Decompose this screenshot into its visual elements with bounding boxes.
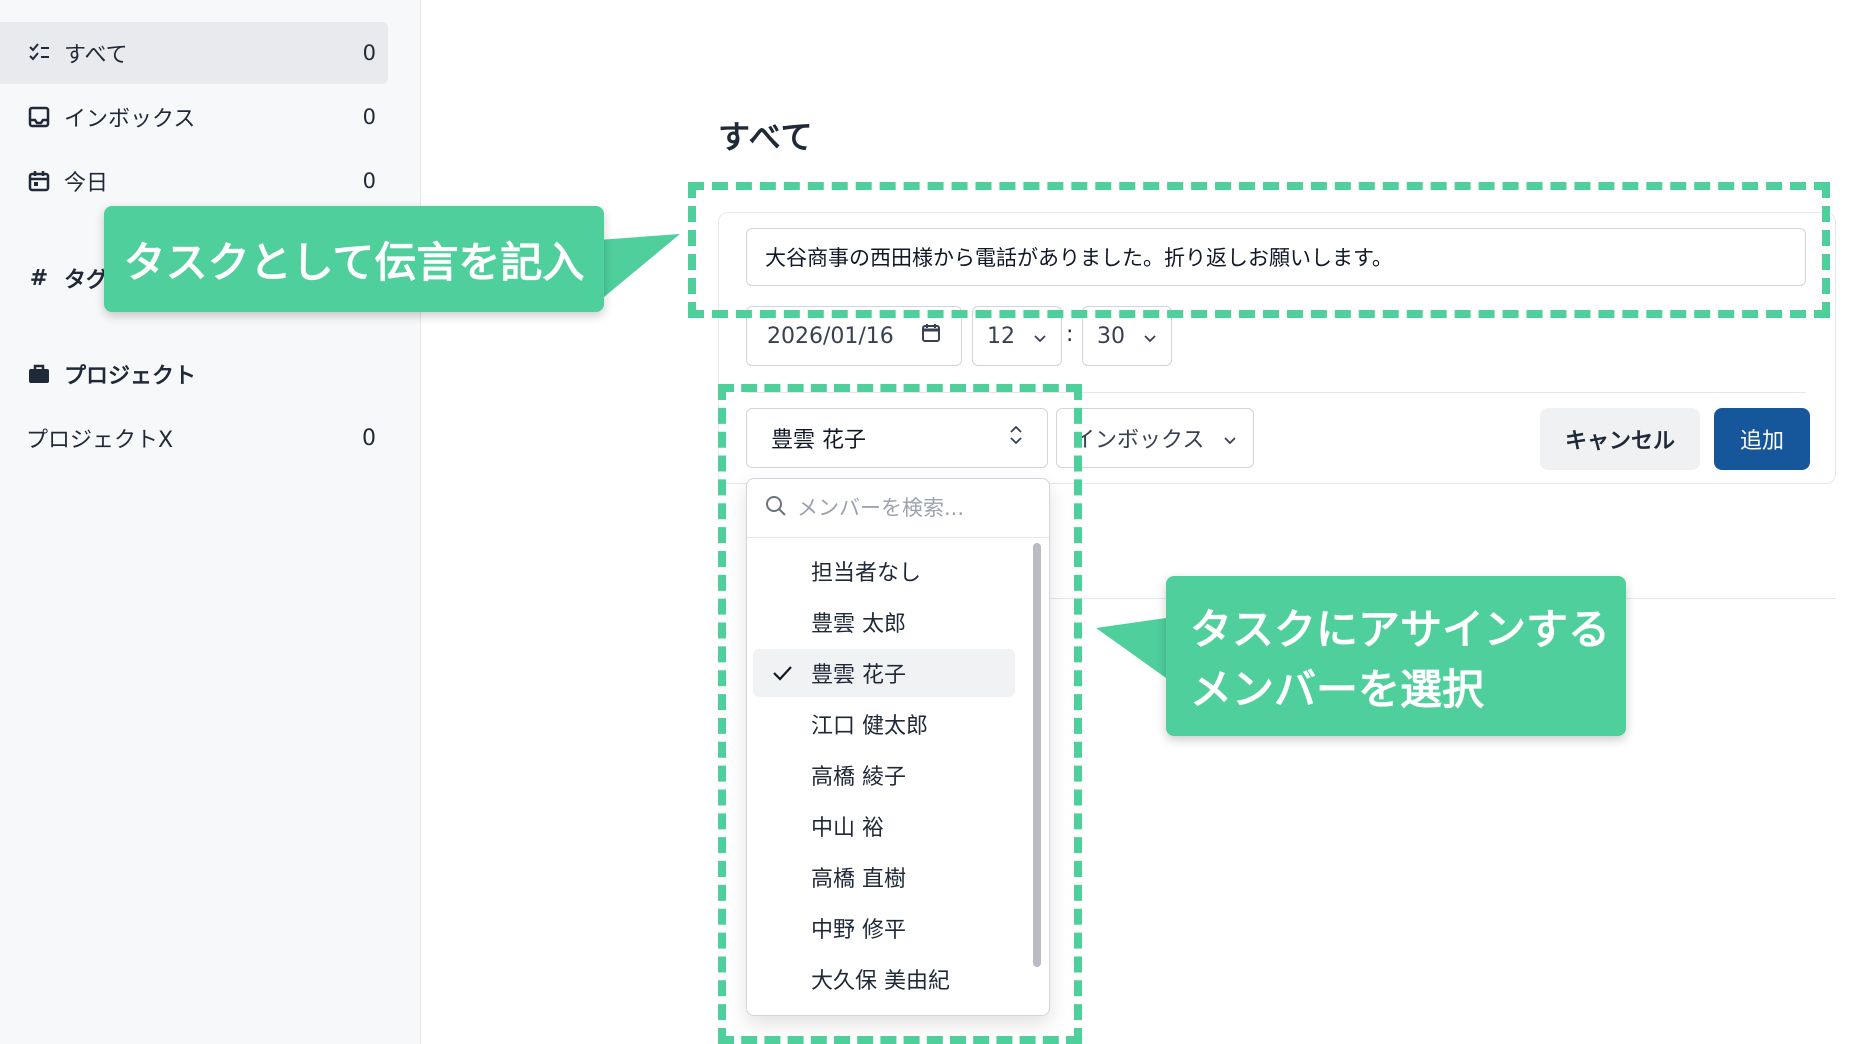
callout-line: タスクにアサインする	[1190, 605, 1611, 654]
member-name: 豊雲 太郎	[811, 612, 906, 637]
sidebar-section-projects[interactable]: プロジェクト	[26, 358, 196, 390]
hour-value: 12	[987, 323, 1015, 349]
sidebar-item-label: プロジェクトX	[26, 428, 174, 453]
sidebar-item-count: 0	[362, 425, 376, 451]
search-icon	[765, 495, 787, 521]
divider	[746, 392, 1806, 393]
callout-line: メンバーを選択	[1190, 665, 1485, 714]
member-name: 高橋 直樹	[811, 867, 906, 892]
member-option[interactable]: 豊雲 太郎	[753, 598, 1015, 646]
add-button[interactable]: 追加	[1714, 408, 1810, 470]
briefcase-icon	[26, 361, 52, 387]
sidebar-item-count: 0	[362, 169, 376, 193]
check-icon	[753, 664, 811, 682]
sidebar-section-tags[interactable]: # タグ	[26, 262, 108, 294]
member-search	[747, 479, 1049, 538]
member-name: 豊雲 花子	[811, 663, 906, 688]
member-dropdown: 担当者なし 豊雲 太郎 豊雲 花子 江口 健太郎 高橋 綾子 中山 裕 高橋 直…	[746, 478, 1050, 1016]
member-name: 中山 裕	[811, 816, 884, 841]
list-select[interactable]: インボックス	[1056, 408, 1254, 468]
member-option[interactable]: 江口 健太郎	[753, 700, 1015, 748]
sidebar-item-inbox[interactable]: インボックス 0	[0, 86, 388, 148]
sidebar: すべて 0 インボックス 0 今日 0 # タグ プロジェクト プロジェクトX …	[0, 0, 421, 1044]
member-option[interactable]: 担当者なし	[753, 547, 1015, 595]
member-option[interactable]: 大久保 美由紀	[753, 955, 1015, 1003]
assignee-value: 豊雲 花子	[771, 428, 866, 453]
chevron-updown-icon	[1009, 424, 1023, 452]
time-separator: :	[1066, 322, 1074, 347]
chevron-down-icon	[1033, 324, 1047, 349]
assignee-select[interactable]: 豊雲 花子	[746, 408, 1048, 468]
scrollbar[interactable]	[1033, 543, 1041, 967]
member-name: 大久保 美由紀	[811, 969, 950, 994]
highlight-member-select	[718, 384, 1082, 1044]
callout-arrow	[598, 234, 680, 302]
member-option-selected[interactable]: 豊雲 花子	[753, 649, 1015, 697]
cancel-button[interactable]: キャンセル	[1540, 408, 1700, 470]
date-value: 2026/01/16	[767, 323, 894, 349]
member-name: 高橋 綾子	[811, 765, 906, 790]
member-search-input[interactable]	[795, 495, 1019, 521]
member-option[interactable]: 中野 修平	[753, 904, 1015, 952]
sidebar-item-project[interactable]: プロジェクトX 0	[26, 422, 376, 454]
member-option[interactable]: 高橋 綾子	[753, 751, 1015, 799]
sidebar-item-label: 今日	[64, 171, 109, 196]
sidebar-item-count: 0	[362, 41, 376, 65]
page-title: すべて	[718, 118, 814, 156]
sidebar-item-all[interactable]: すべて 0	[0, 22, 388, 84]
hash-icon: #	[29, 265, 49, 291]
member-option[interactable]: 中山 裕	[753, 802, 1015, 850]
list-value: インボックス	[1073, 428, 1205, 453]
member-name: 江口 健太郎	[811, 714, 928, 739]
checklist-icon	[26, 40, 52, 66]
task-input[interactable]	[746, 228, 1806, 286]
member-name: 担当者なし	[811, 561, 922, 586]
minute-value: 30	[1097, 323, 1125, 349]
sidebar-section-label: プロジェクト	[64, 364, 197, 389]
calendar-icon[interactable]	[921, 323, 941, 349]
member-option[interactable]: 高橋 直樹	[753, 853, 1015, 901]
highlight-task-input	[688, 182, 1830, 318]
sidebar-item-count: 0	[362, 105, 376, 129]
callout-input: タスクとして伝言を記入	[104, 206, 604, 312]
chevron-down-icon	[1223, 426, 1237, 451]
callout-member: タスクにアサインする メンバーを選択	[1166, 576, 1626, 736]
sidebar-item-label: インボックス	[64, 107, 196, 132]
callout-arrow	[1096, 618, 1166, 678]
inbox-icon	[26, 104, 52, 130]
calendar-icon	[26, 168, 52, 194]
chevron-down-icon	[1143, 324, 1157, 349]
sidebar-item-label: すべて	[64, 43, 128, 68]
sidebar-item-today[interactable]: 今日 0	[0, 150, 388, 212]
member-name: 中野 修平	[811, 918, 906, 943]
sidebar-section-label: タグ	[64, 268, 109, 293]
